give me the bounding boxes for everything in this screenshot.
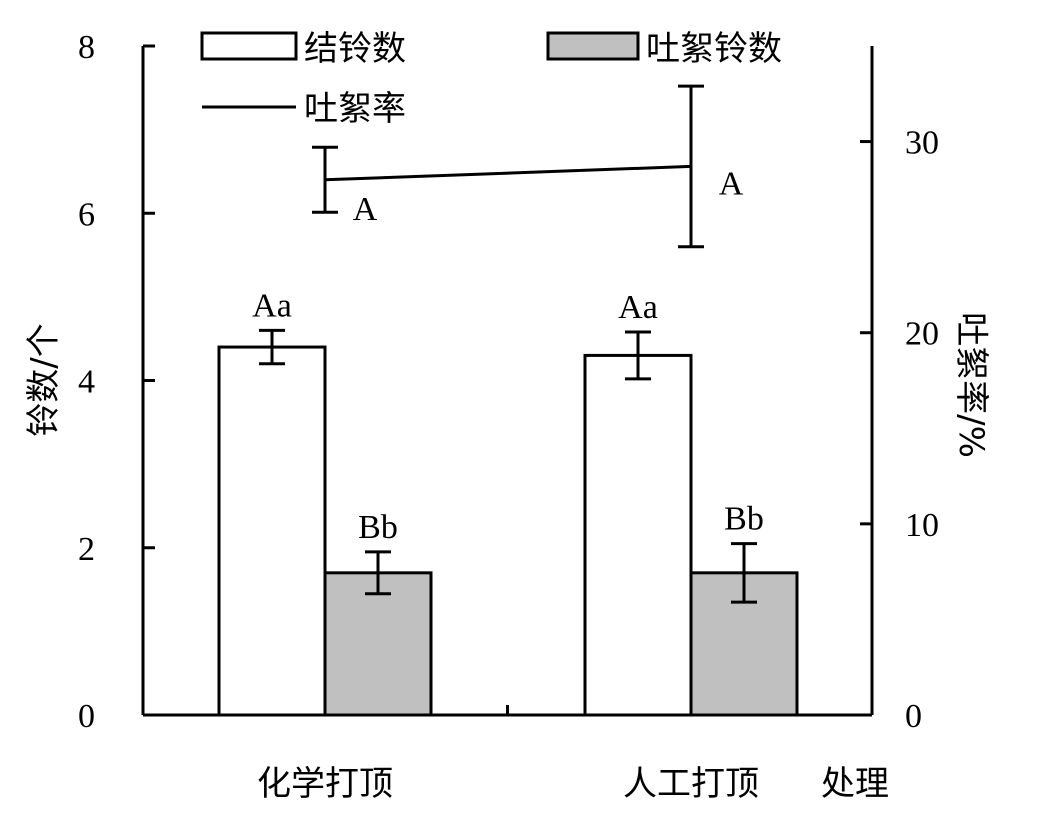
y-axis-label: 铃数/个	[24, 323, 64, 436]
left-tick-label: 2	[78, 531, 95, 568]
legend-label-fruit-bolls: 结铃数	[304, 29, 406, 69]
left-tick-label: 0	[78, 698, 95, 735]
legend-swatch-fruit-bolls	[200, 31, 298, 61]
bar	[323, 571, 433, 717]
x-category-labels: 化学打顶 人工打顶	[257, 764, 759, 804]
x-category-label: 化学打顶	[257, 764, 393, 804]
legend-swatch-open-bolls	[546, 31, 640, 61]
bar-data-label: Bb	[358, 509, 398, 546]
left-tick-label: 6	[78, 196, 95, 233]
legend-label-open-bolls: 吐絮铃数	[646, 29, 782, 69]
rate-line-layer: AA	[312, 84, 744, 249]
legend: 结铃数 吐絮铃数 吐絮率	[200, 29, 782, 129]
right-axis-ticks: 0 10 20 30	[860, 125, 939, 735]
rate-data-label: A	[353, 191, 378, 228]
right-tick-label: 30	[905, 125, 939, 162]
y2-axis-label: 吐絮率/%	[951, 312, 991, 458]
x-axis-label: 处理	[821, 764, 889, 804]
left-axis-ticks: 0 2 4 6 8	[78, 29, 155, 735]
rate-line	[324, 164, 692, 182]
left-tick-label: 8	[78, 29, 95, 66]
x-category-label: 人工打顶	[623, 764, 759, 804]
left-tick-label: 4	[78, 364, 95, 401]
bar-data-label: Bb	[724, 501, 764, 538]
bar	[583, 353, 693, 717]
right-tick-label: 20	[905, 316, 939, 353]
right-tick-label: 0	[905, 698, 922, 735]
bar-data-label: Aa	[252, 287, 292, 324]
legend-label-open-rate: 吐絮率	[304, 89, 406, 129]
bar-data-label: Aa	[618, 289, 658, 326]
rate-data-label: A	[719, 165, 744, 202]
bar	[217, 345, 327, 717]
right-tick-label: 10	[905, 507, 939, 544]
